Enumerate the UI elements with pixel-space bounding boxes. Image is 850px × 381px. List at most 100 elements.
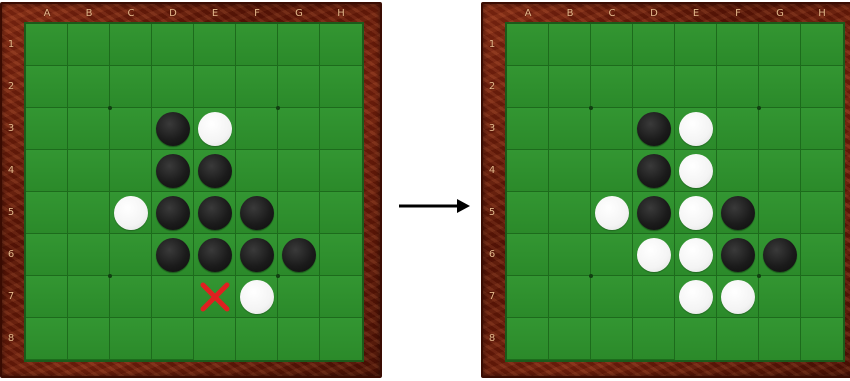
square-d1[interactable] [633, 24, 675, 66]
square-h7[interactable] [801, 276, 843, 318]
square-b5[interactable] [68, 192, 110, 234]
square-f4[interactable] [236, 150, 278, 192]
square-h3[interactable] [801, 108, 843, 150]
square-a2[interactable] [26, 66, 68, 108]
square-b3[interactable] [68, 108, 110, 150]
square-h2[interactable] [801, 66, 843, 108]
square-d5[interactable] [633, 192, 675, 234]
square-h2[interactable] [320, 66, 362, 108]
square-d7[interactable] [152, 276, 194, 318]
square-c7[interactable] [591, 276, 633, 318]
square-f5[interactable] [717, 192, 759, 234]
square-b3[interactable] [549, 108, 591, 150]
square-e3[interactable] [675, 108, 717, 150]
square-b4[interactable] [549, 150, 591, 192]
square-a6[interactable] [507, 234, 549, 276]
square-b4[interactable] [68, 150, 110, 192]
square-e1[interactable] [194, 24, 236, 66]
square-c3[interactable] [591, 108, 633, 150]
square-a3[interactable] [507, 108, 549, 150]
square-c5[interactable] [110, 192, 152, 234]
square-e1[interactable] [675, 24, 717, 66]
square-f6[interactable] [236, 234, 278, 276]
square-a4[interactable] [26, 150, 68, 192]
square-e2[interactable] [675, 66, 717, 108]
square-b5[interactable] [549, 192, 591, 234]
square-e6[interactable] [194, 234, 236, 276]
square-d5[interactable] [152, 192, 194, 234]
square-g3[interactable] [278, 108, 320, 150]
square-g3[interactable] [759, 108, 801, 150]
square-h8[interactable] [801, 318, 843, 360]
square-g2[interactable] [278, 66, 320, 108]
square-f7[interactable] [236, 276, 278, 318]
square-e3[interactable] [194, 108, 236, 150]
square-a7[interactable] [507, 276, 549, 318]
square-c4[interactable] [110, 150, 152, 192]
square-c3[interactable] [110, 108, 152, 150]
square-h3[interactable] [320, 108, 362, 150]
square-h6[interactable] [801, 234, 843, 276]
square-b7[interactable] [549, 276, 591, 318]
square-d2[interactable] [152, 66, 194, 108]
square-e4[interactable] [194, 150, 236, 192]
square-c7[interactable] [110, 276, 152, 318]
square-c2[interactable] [591, 66, 633, 108]
square-f3[interactable] [236, 108, 278, 150]
square-g8[interactable] [278, 318, 320, 360]
square-g7[interactable] [759, 276, 801, 318]
square-e5[interactable] [194, 192, 236, 234]
square-e5[interactable] [675, 192, 717, 234]
square-c5[interactable] [591, 192, 633, 234]
square-f1[interactable] [717, 24, 759, 66]
square-b6[interactable] [68, 234, 110, 276]
square-g4[interactable] [278, 150, 320, 192]
square-a6[interactable] [26, 234, 68, 276]
square-b2[interactable] [549, 66, 591, 108]
square-b7[interactable] [68, 276, 110, 318]
square-g2[interactable] [759, 66, 801, 108]
square-g6[interactable] [759, 234, 801, 276]
square-a5[interactable] [26, 192, 68, 234]
square-a5[interactable] [507, 192, 549, 234]
square-d6[interactable] [633, 234, 675, 276]
square-g1[interactable] [278, 24, 320, 66]
square-h7[interactable] [320, 276, 362, 318]
square-d6[interactable] [152, 234, 194, 276]
square-g6[interactable] [278, 234, 320, 276]
square-b1[interactable] [68, 24, 110, 66]
square-a2[interactable] [507, 66, 549, 108]
square-c1[interactable] [591, 24, 633, 66]
square-f4[interactable] [717, 150, 759, 192]
square-g4[interactable] [759, 150, 801, 192]
square-a8[interactable] [26, 318, 68, 360]
square-g5[interactable] [759, 192, 801, 234]
square-a7[interactable] [26, 276, 68, 318]
square-b1[interactable] [549, 24, 591, 66]
square-f1[interactable] [236, 24, 278, 66]
square-c6[interactable] [110, 234, 152, 276]
square-f2[interactable] [717, 66, 759, 108]
square-c1[interactable] [110, 24, 152, 66]
square-e8[interactable] [675, 318, 717, 360]
square-f8[interactable] [717, 318, 759, 360]
square-c6[interactable] [591, 234, 633, 276]
square-h8[interactable] [320, 318, 362, 360]
square-g7[interactable] [278, 276, 320, 318]
square-h1[interactable] [801, 24, 843, 66]
square-e2[interactable] [194, 66, 236, 108]
square-d1[interactable] [152, 24, 194, 66]
square-b8[interactable] [68, 318, 110, 360]
square-c2[interactable] [110, 66, 152, 108]
square-e8[interactable] [194, 318, 236, 360]
square-d8[interactable] [633, 318, 675, 360]
square-c8[interactable] [110, 318, 152, 360]
square-a1[interactable] [507, 24, 549, 66]
square-h4[interactable] [320, 150, 362, 192]
square-f8[interactable] [236, 318, 278, 360]
square-a1[interactable] [26, 24, 68, 66]
square-f6[interactable] [717, 234, 759, 276]
square-f7[interactable] [717, 276, 759, 318]
square-a3[interactable] [26, 108, 68, 150]
square-g8[interactable] [759, 318, 801, 360]
